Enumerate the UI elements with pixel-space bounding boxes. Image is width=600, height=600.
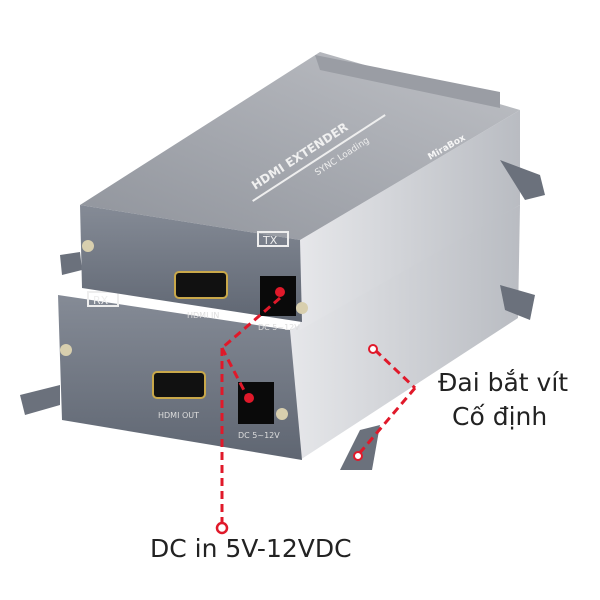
bracket-label-line2: Cố định <box>452 402 548 431</box>
mounting-bracket-top-left <box>60 252 82 275</box>
bracket-label-line1: Đai bắt vít <box>438 368 569 397</box>
power-label: DC in 5V-12VDC <box>150 534 352 563</box>
top-ridge <box>315 55 500 108</box>
power-pointer-end <box>215 521 229 535</box>
mounting-bracket-left <box>20 385 60 415</box>
screw-icon <box>82 240 94 252</box>
screw-icon <box>296 302 308 314</box>
mounting-bracket-mid-right <box>500 285 535 320</box>
hdmi-out-label: HDMI OUT <box>158 411 199 420</box>
transmitter-side <box>300 110 520 330</box>
tx-badge-box <box>257 231 289 247</box>
mounting-bracket-top-right <box>500 160 545 200</box>
transmitter-front <box>80 205 302 322</box>
transmitter-top <box>80 52 520 240</box>
hdmi-in-port <box>174 271 228 299</box>
receiver-side <box>290 205 520 460</box>
rx-badge: RX <box>93 294 109 307</box>
mounting-bracket-right <box>340 425 380 470</box>
screw-icon <box>60 344 72 356</box>
hdmi-in-label: HDMI IN <box>187 311 219 320</box>
annotation-lines <box>220 296 417 522</box>
rx-pointer-dot <box>244 393 254 403</box>
hdmi-out-port <box>152 371 206 399</box>
rx-badge-box <box>87 291 119 307</box>
bracket-pointer-end <box>353 451 363 461</box>
tx-dc-label: DC 5~12V <box>258 323 300 332</box>
tx-badge: TX <box>262 234 278 247</box>
rx-dc-label: DC 5~12V <box>238 431 280 440</box>
screw-icon <box>276 408 288 420</box>
receiver-unit: RX HDMI OUT DC 5~12V <box>20 205 520 470</box>
transmitter-unit: HDMI EXTENDER SYNC Loading MiraBox TX HD… <box>60 52 545 332</box>
tx-pointer-dot <box>275 287 285 297</box>
bracket-pointer-end <box>368 344 378 354</box>
